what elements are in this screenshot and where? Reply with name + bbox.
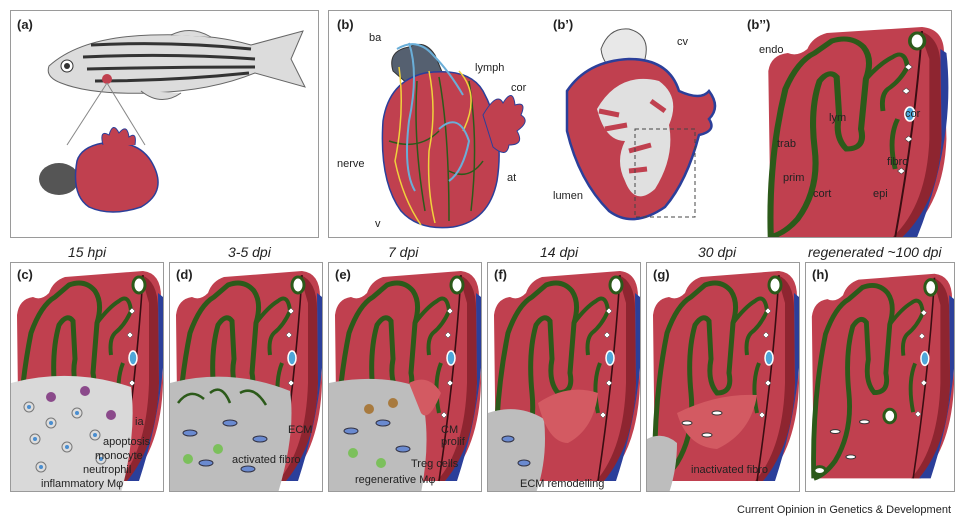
panel-label: (b’) (553, 17, 574, 32)
panel-label: (h) (812, 267, 829, 282)
label-at: at (507, 172, 517, 184)
panel-g: (g) inactivated fibro (646, 262, 800, 492)
injury-illustration (329, 263, 482, 491)
label-prim: prim (783, 172, 805, 184)
timepoint-label: 3-5 dpi (228, 244, 271, 260)
label-epi: epi (873, 188, 888, 200)
label-ecm: ECM (288, 424, 313, 436)
zebrafish-illustration (39, 30, 306, 213)
timepoint-label: 7 dpi (388, 244, 419, 260)
label-endo: endo (759, 44, 784, 56)
panel-e: (e) CM prolif Treg cells regenerative Mφ (328, 262, 482, 492)
panel-label: (b’’) (747, 17, 771, 32)
label-inflammatory-macrophage: inflammatory Mφ (41, 478, 124, 490)
injury-illustration (170, 263, 323, 491)
panel-d: (d) ECM activated fibro (169, 262, 323, 492)
label-inactivated-fibro: inactivated fibro (691, 464, 769, 476)
panel-label: (b) (337, 17, 354, 32)
heart-anatomy-illustration (381, 11, 952, 238)
injury-illustration (11, 263, 164, 491)
label-regenerative-macrophage: regenerative Mφ (355, 474, 436, 486)
label-fibro: fibro (887, 156, 909, 168)
label-lym: lym (829, 112, 847, 124)
label-apoptosis: apoptosis (103, 436, 151, 448)
panel-label: (f) (494, 267, 507, 282)
injury-illustration (488, 263, 641, 491)
label-cor: cor (511, 82, 527, 94)
label-ecm-remodelling: ECM remodelling (520, 478, 605, 490)
panel-label: (d) (176, 267, 193, 282)
panel-b: (b) (b’) (b’’) ba lymph cor nerve v at c… (328, 10, 952, 238)
label-nerve: nerve (337, 158, 365, 170)
label-treg-cells: Treg cells (411, 458, 459, 470)
label-v: v (375, 218, 381, 230)
label-activated-fibro: activated fibro (232, 454, 301, 466)
label-ba: ba (369, 32, 382, 44)
label-monocyte: monocyte (95, 450, 143, 462)
timepoint-label: 15 hpi (68, 244, 107, 260)
panel-f: (f) ECM remodelling (487, 262, 641, 492)
panel-label: (g) (653, 267, 670, 282)
panel-c: (c) ia apoptosis monocyte neutrophil inf… (10, 262, 164, 492)
label-ia: ia (135, 416, 144, 428)
label-prolif: prolif (441, 436, 465, 448)
injury-illustration (647, 263, 800, 491)
regenerated-heart-illustration (806, 263, 955, 492)
panel-a: (a) (10, 10, 319, 238)
label-cv: cv (677, 36, 688, 48)
label-lymph: lymph (475, 62, 505, 74)
timepoint-label: regenerated ~100 dpi (808, 244, 942, 260)
label-trab: trab (777, 138, 796, 150)
label-neutrophil: neutrophil (83, 464, 132, 476)
journal-footer: Current Opinion in Genetics & Developmen… (737, 504, 951, 516)
panel-label: (c) (17, 267, 33, 282)
timepoint-label: 30 dpi (698, 244, 737, 260)
panel-h: (h) (805, 262, 955, 492)
label-cm: CM (441, 424, 459, 436)
label-cort: cort (813, 188, 832, 200)
panel-label: (e) (335, 267, 351, 282)
panel-label: (a) (17, 17, 33, 32)
label-cor: cor (905, 108, 921, 120)
timepoint-label: 14 dpi (540, 244, 579, 260)
label-lumen: lumen (553, 190, 583, 202)
